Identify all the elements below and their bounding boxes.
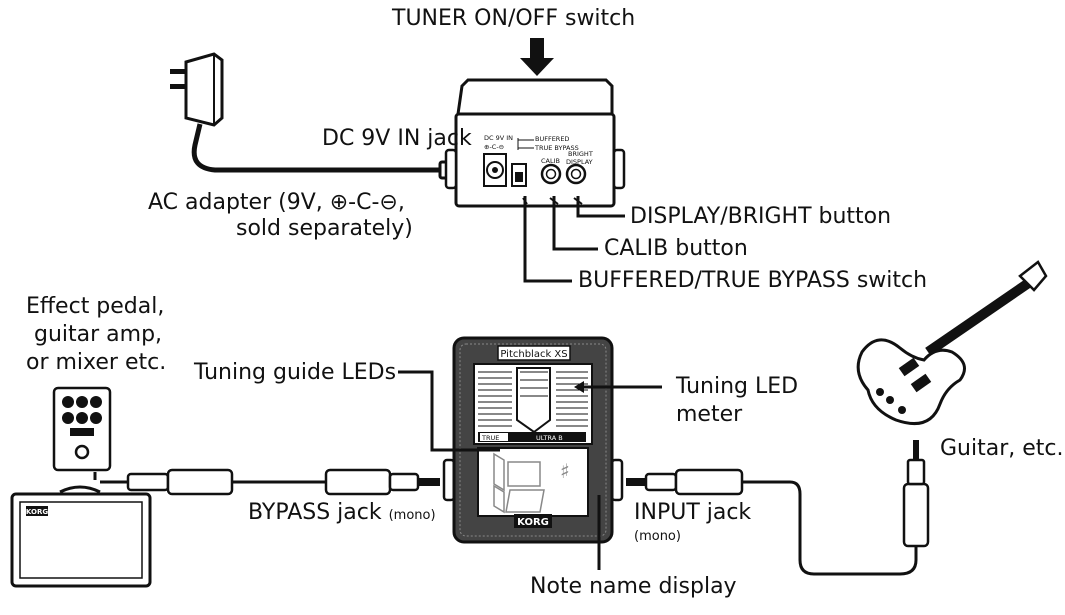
svg-text:♯: ♯ bbox=[560, 459, 570, 483]
dc-jack-label: DC 9V IN jack bbox=[322, 126, 472, 151]
amp-brand-text: KORG bbox=[26, 508, 48, 516]
meter-right-text: ULTRA B bbox=[536, 434, 563, 442]
input-jack-mono: (mono) bbox=[634, 529, 681, 544]
model-name-text: Pitchblack XS bbox=[500, 349, 567, 360]
ac-adapter-illustration bbox=[170, 52, 476, 180]
bypass-cable bbox=[93, 468, 440, 496]
guitar-label: Guitar, etc. bbox=[940, 436, 1064, 461]
effect-label-line1: Effect pedal, bbox=[26, 294, 165, 319]
display-bright-button-label: DISPLAY/BRIGHT button bbox=[630, 204, 892, 229]
tuning-meter-label-line1: Tuning LED bbox=[676, 374, 799, 399]
meter-left-text: TRUE bbox=[481, 434, 499, 442]
input-cable bbox=[626, 440, 930, 576]
front-callout-lines bbox=[398, 370, 662, 570]
bypass-switch-label: BUFFERED/TRUE BYPASS switch bbox=[578, 268, 928, 293]
tuner-front-view: Pitchblack XS TRUE ULTRA B ♯ KORG bbox=[442, 336, 624, 544]
bypass-jack-label: BYPASS jack (mono) bbox=[248, 500, 436, 529]
note-name-display-label: Note name display bbox=[530, 574, 737, 599]
guitar-illustration bbox=[856, 260, 1048, 425]
bypass-jack-mono: (mono) bbox=[388, 508, 436, 523]
rear-calib-text: CALIB bbox=[541, 157, 560, 165]
svg-text:⊕-C-⊖: ⊕-C-⊖ bbox=[484, 143, 504, 151]
rear-callout-lines bbox=[523, 196, 625, 283]
effect-label-line3: or mixer etc. bbox=[26, 350, 167, 375]
guitar-amp-illustration: KORG bbox=[10, 485, 152, 588]
rear-callout-ticks bbox=[522, 197, 583, 205]
ac-adapter-label-line1: AC adapter (9V, ⊕-C-⊖, bbox=[148, 190, 405, 215]
rear-buffered-text: BUFFERED bbox=[535, 135, 569, 143]
tuning-guide-leds-label: Tuning guide LEDs bbox=[194, 360, 397, 385]
brand-text: KORG bbox=[517, 517, 549, 528]
tuner-switch-label: TUNER ON/OFF switch bbox=[392, 6, 636, 31]
input-jack-label: INPUT jack bbox=[634, 500, 752, 525]
rear-bright-text: BRIGHT bbox=[568, 150, 593, 158]
rear-display-text: DISPLAY bbox=[566, 158, 593, 166]
rear-dc-text: DC 9V IN bbox=[484, 134, 513, 142]
tuner-rear-view: DC 9V IN ⊕-C-⊖ BUFFERED TRUE BYPASS CALI… bbox=[444, 78, 626, 208]
tuning-meter-label-line2: meter bbox=[676, 402, 743, 427]
calib-button-label: CALIB button bbox=[604, 236, 748, 261]
effect-label-line2: guitar amp, bbox=[34, 322, 163, 347]
effect-pedal-illustration bbox=[52, 386, 112, 472]
tuner-switch-arrow bbox=[520, 38, 554, 76]
ac-adapter-label-line2: sold separately) bbox=[236, 216, 413, 241]
rear-true-bypass-text: TRUE BYPASS bbox=[534, 144, 579, 152]
bypass-jack-text: BYPASS jack bbox=[248, 500, 382, 525]
